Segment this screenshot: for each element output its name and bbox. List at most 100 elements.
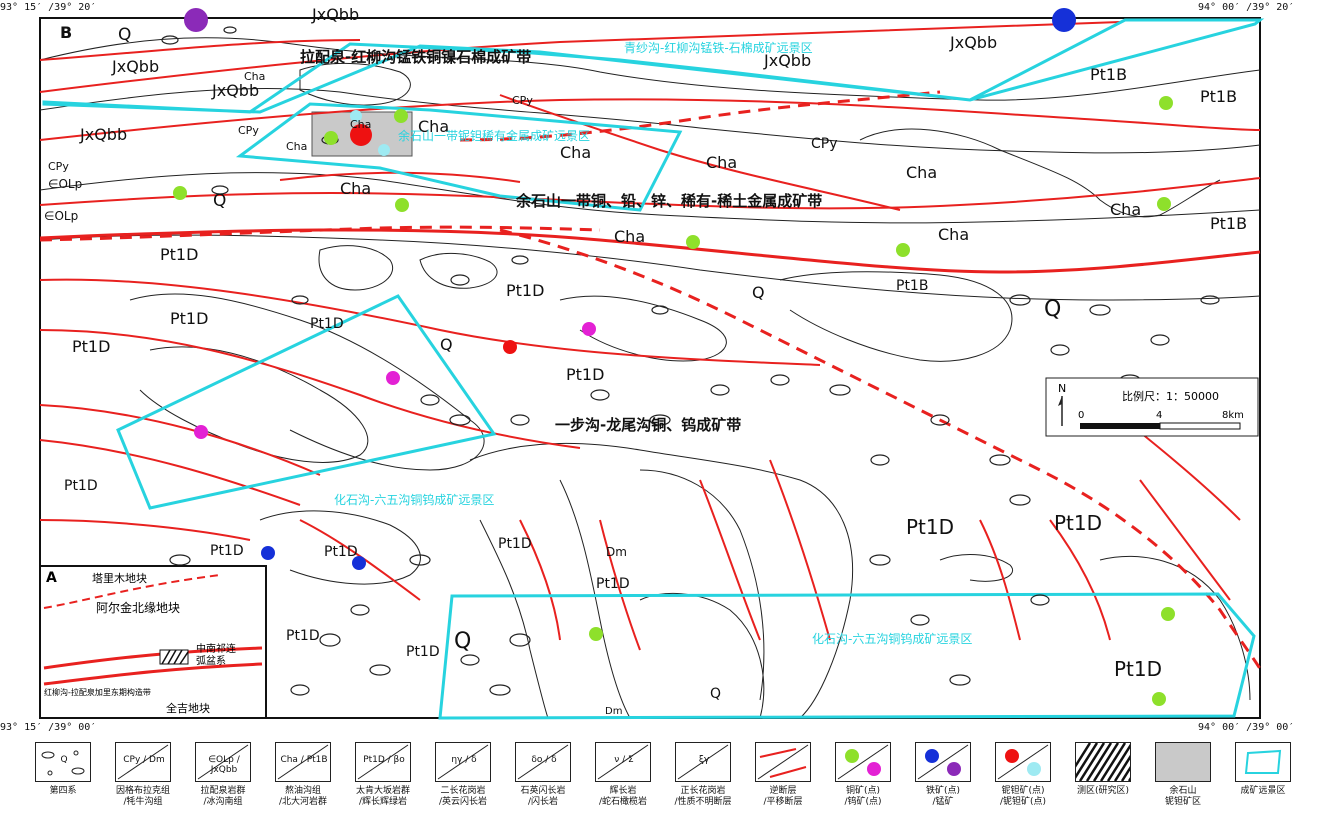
scale-bar: N 比例尺：1：50000 0 4 8km xyxy=(1045,377,1259,437)
inset-arc: 弧盆系 xyxy=(196,654,226,667)
legend-swatch-gran: ηγ / δ xyxy=(435,742,491,782)
prospect-areas xyxy=(42,18,1265,720)
legend-label-cha: 熬油沟组/北大河岩群 xyxy=(278,786,328,807)
unit-pt1d: Pt1D xyxy=(498,536,532,552)
unit-jx: JxQbb xyxy=(211,81,259,100)
legend-swatch-cu xyxy=(835,742,891,782)
legend-swatch-fe xyxy=(915,742,971,782)
unit-cha: Cha xyxy=(906,163,937,182)
unit-cpy: CPy xyxy=(512,94,533,107)
unit-pt1d: Pt1D xyxy=(210,543,244,559)
legend-item-eolp: ∈OLp / JxQbb 拉配泉岩群/冰沟南组 xyxy=(184,742,262,808)
scale-tick-8: 8km xyxy=(1222,410,1244,421)
legend-item-cpy: CPy / Dm 因格布拉克组/牦牛沟组 xyxy=(104,742,182,808)
lithology-boundaries xyxy=(39,37,1261,719)
unit-cha: Cha xyxy=(286,140,307,153)
prospect-polygon-1 xyxy=(42,18,1265,114)
unit-cha: Cha xyxy=(244,70,265,83)
unit-pt1d: Pt1D xyxy=(1114,657,1162,681)
legend-item-gran: ηγ / δ 二长花岗岩/英云闪长岩 xyxy=(424,742,502,808)
legend-label-area: 测区(研究区) xyxy=(1076,786,1130,796)
w-point xyxy=(386,371,400,385)
legend-label-eolp: 拉配泉岩群/冰沟南组 xyxy=(200,786,246,807)
fe-point xyxy=(352,556,366,570)
unit-eolp: ∈OLp xyxy=(48,177,82,191)
inset-altyn: 阿尔金北缘地块 xyxy=(96,600,180,615)
legend-label-cpy: 因格布拉克组/牦牛沟组 xyxy=(115,786,170,807)
geological-map: Q JxQbb JxQbb JxQbb JxQbb JxQbb JxQbb Ch… xyxy=(39,5,1265,720)
legend-swatch-cha: Cha / Pt1B xyxy=(275,742,331,782)
unit-jx: JxQbb xyxy=(79,125,127,144)
unit-pt1d: Pt1D xyxy=(906,515,954,539)
legend-swatch-area xyxy=(1075,742,1131,782)
unit-pt1d: Pt1D xyxy=(596,576,630,592)
legend-item-diorite: δo / δ 石英闪长岩/闪长岩 xyxy=(504,742,582,808)
legend-swatch-q: Q xyxy=(35,742,91,782)
legend-item-ysh: 余石山铌钽矿区 xyxy=(1144,742,1222,808)
legend-label-pros: 成矿远景区 xyxy=(1240,786,1286,796)
unit-cpy: CPy xyxy=(48,160,69,173)
legend-swatch-diorite: δo / δ xyxy=(515,742,571,782)
cu-point xyxy=(686,235,700,249)
inset-qilian: 中南祁连 xyxy=(196,642,236,655)
legend-label-gran: 二长花岗岩/英云闪长岩 xyxy=(438,786,488,807)
legend-label-fe: 铁矿(点)/锰矿 xyxy=(925,786,961,807)
legend-swatch-eolp: ∈OLp / JxQbb xyxy=(195,742,251,782)
unit-cha: Cha xyxy=(418,117,449,136)
fe-deposit xyxy=(1052,8,1076,32)
unit-pt1d: Pt1D xyxy=(64,478,98,494)
unit-jx: JxQbb xyxy=(949,33,997,52)
legend-symbol-gran: ηγ / δ xyxy=(451,755,477,765)
map-legend: Q 第四系 CPy / Dm 因格布拉克组/牦牛沟组 ∈OLp / JxQbb 拉配泉岩群… xyxy=(0,742,1320,820)
cu-point xyxy=(394,109,408,123)
unit-pt1b: Pt1B xyxy=(1200,87,1237,106)
belt-3-label: 一步沟-龙尾沟铜、钨成矿带 xyxy=(555,416,741,434)
unit-pt1d: Pt1D xyxy=(286,628,320,644)
unit-cpy: CPy xyxy=(238,124,259,137)
unit-pt1d: Pt1D xyxy=(406,644,440,660)
unit-q: Q xyxy=(440,335,453,354)
unit-labels: Q JxQbb JxQbb JxQbb JxQbb JxQbb JxQbb Ch… xyxy=(44,5,1247,717)
legend-symbol-cha: Cha / Pt1B xyxy=(280,755,328,765)
legend-item-pros: 成矿远景区 xyxy=(1224,742,1302,797)
scale-tick-4: 4 xyxy=(1156,410,1162,421)
inset-map-a: A 塔里木地块 阿尔金北缘地块 中南祁连 弧盆系 红柳沟-拉配泉加里东期构造带 … xyxy=(39,565,267,719)
cu-point xyxy=(173,186,187,200)
legend-label-diorite: 石英闪长岩/闪长岩 xyxy=(520,786,566,807)
corner-top-left: 93° 15′ /39° 20′ xyxy=(0,2,97,13)
unit-cha: Cha xyxy=(706,153,737,172)
belt-2-label: 余石山一带铜、铅、锌、稀有-稀土金属成矿带 xyxy=(515,192,822,210)
unit-pt1d: Pt1D xyxy=(310,316,344,332)
nb-ta-deposit-small xyxy=(503,340,517,354)
legend-label-nb: 铌钽矿(点)/铌钽矿(点) xyxy=(999,786,1047,807)
prospect-polygon-4 xyxy=(438,592,1256,720)
unit-dm: Dm xyxy=(605,706,622,717)
legend-swatch-cpy: CPy / Dm xyxy=(115,742,171,782)
legend-item-fe: 铁矿(点)/锰矿 xyxy=(904,742,982,808)
legend-swatch-granite: ξγ xyxy=(675,742,731,782)
unit-jx: JxQbb xyxy=(763,51,811,70)
cu-point xyxy=(1159,96,1173,110)
legend-item-area: 测区(研究区) xyxy=(1064,742,1142,797)
prospect-2-label: 余石山一带铌钽稀有金属成矿远景区 xyxy=(398,128,590,143)
inset-quanji: 全吉地块 xyxy=(166,701,210,715)
nb-ta-point xyxy=(350,110,362,122)
legend-label-q: 第四系 xyxy=(49,786,77,796)
inset-belt: 红柳沟-拉配泉加里东期构造带 xyxy=(44,687,151,697)
nb-ta-point xyxy=(378,144,390,156)
prospect-1-label: 青纱沟-红柳沟锰铁-石棉成矿远景区 xyxy=(624,40,813,55)
cu-point xyxy=(589,627,603,641)
unit-pt1b: Pt1B xyxy=(1090,65,1127,84)
legend-symbol-eolp: ∈OLp / JxQbb xyxy=(208,755,240,775)
unit-cha: Cha xyxy=(350,118,371,131)
legend-label-pt1d: 太肯大坂岩群/辉长辉绿岩 xyxy=(355,786,410,807)
legend-item-q: Q 第四系 xyxy=(24,742,102,797)
unit-pt1d: Pt1D xyxy=(324,544,358,560)
unit-cha: Cha xyxy=(340,179,371,198)
cu-point xyxy=(1152,692,1166,706)
scale-tick-0: 0 xyxy=(1078,410,1084,421)
panel-b-label: B xyxy=(60,23,72,42)
cu-point xyxy=(395,198,409,212)
